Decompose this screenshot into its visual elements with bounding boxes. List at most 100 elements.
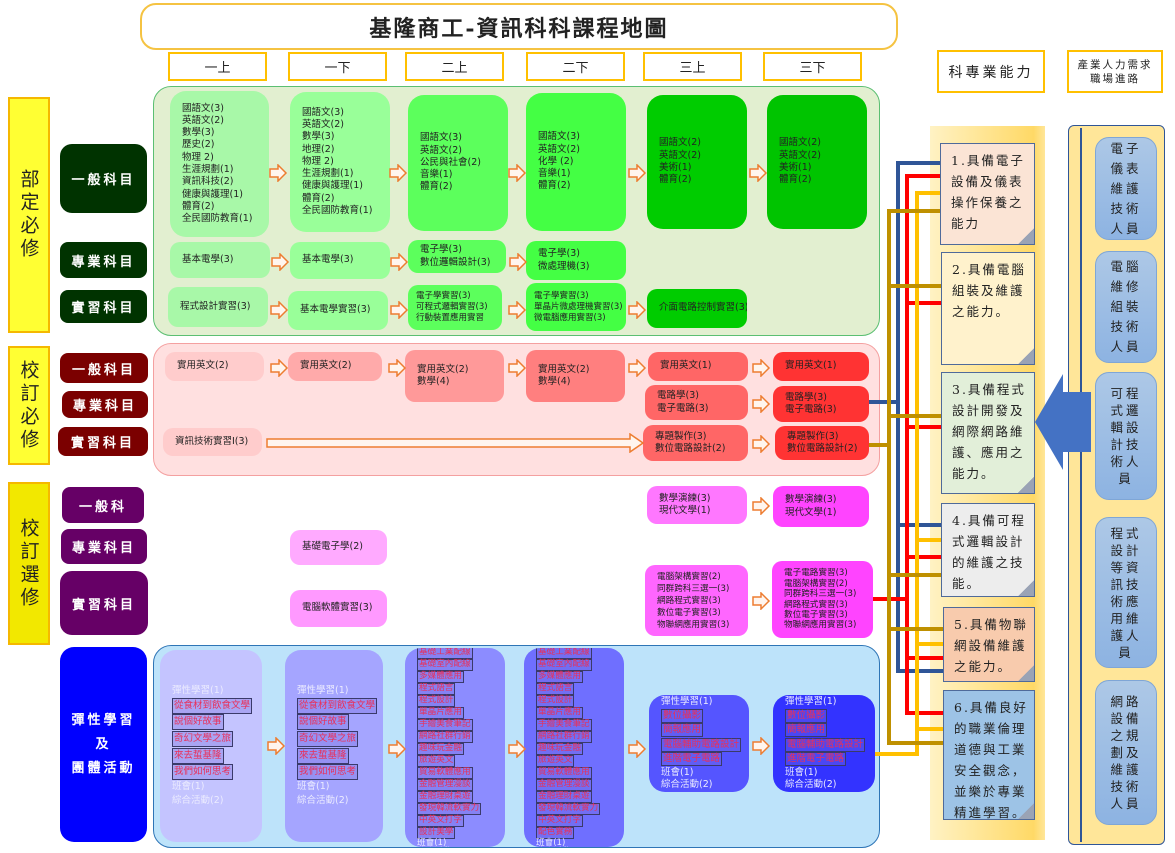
course-line: 英語文(2) xyxy=(182,114,224,126)
course-box: 電子學實習(3)可程式邏輯實習(3)行動裝置應用實習 xyxy=(408,285,502,330)
course-line: 介面電路控制實習(3) xyxy=(659,302,747,314)
flexible-item-row: 基礎工業配線 xyxy=(417,648,501,659)
flow-arrow-icon xyxy=(388,740,407,758)
flexible-footer: 班會(1) xyxy=(785,766,818,778)
abilities-header: 科專業能力 xyxy=(937,50,1045,93)
flexible-item-row: 簡報應用 xyxy=(785,723,871,738)
ability-box: 4.具備可程式邏輯設計的維護之技能。 xyxy=(941,503,1035,597)
flexible-item: 貿易軟體應用 xyxy=(536,767,592,779)
row-label-flexible-line: 團體活動 xyxy=(71,760,136,776)
flexible-item-row: 程式語言 xyxy=(536,683,620,695)
flow-arrow-icon xyxy=(269,164,288,182)
flow-arrow-icon xyxy=(752,497,771,515)
course-line: 數位邏輯設計(3) xyxy=(420,256,491,268)
flexible-item: 電腦輔助電路設計 xyxy=(661,737,742,752)
career-box: 網路設備之規劃及維護技術人員 xyxy=(1095,680,1157,825)
flexible-item-row: 奇幻文學之旅 xyxy=(172,731,258,748)
flow-arrow-icon xyxy=(752,592,771,610)
course-line: 實用英文(2) xyxy=(300,360,352,372)
course-line: 可程式邏輯實習(3) xyxy=(416,302,488,312)
course-line: 電路學(3) xyxy=(785,391,827,403)
course-box: 國語文(3)英語文(2)數學(3)地理(2)物理 2)生涯規劃(1)健康與護理(… xyxy=(290,92,390,232)
flexible-course-box: 彈性學習(1)基礎工業配線基礎室內配線多媒體應用程式語言程式設計單晶片應用手繪美… xyxy=(524,648,624,847)
course-line: 網路程式實習(3) xyxy=(657,595,721,606)
course-line: 英語文(2) xyxy=(420,144,462,156)
flow-arrow-icon xyxy=(388,359,407,377)
ability-box: 2.具備電腦組裝及維護之能力。 xyxy=(941,252,1035,365)
row-label-required-general: 一般科目 xyxy=(60,144,147,213)
flexible-item: 金融理財桌遊 xyxy=(536,791,592,803)
row-label-school-required-general: 一般科目 xyxy=(60,353,148,383)
course-box: 專題製作(3)數位電路設計(2) xyxy=(643,425,748,461)
flexible-footer: 班會(1) xyxy=(172,781,205,793)
ability-text: 1.具備電子設備及儀表操作保養之能力 xyxy=(951,153,1025,231)
course-line: 數學演練(3) xyxy=(659,492,711,504)
flow-arrow-icon xyxy=(508,359,527,377)
career-box: 可程式邏輯設計技術人員 xyxy=(1095,372,1157,500)
flow-arrow-icon xyxy=(270,301,289,319)
flexible-item: 程式設計 xyxy=(417,695,456,707)
row-label-flexible-line: 彈性學習 xyxy=(71,712,136,728)
flexible-item-row: 來去蜇基隆 xyxy=(297,747,379,764)
ability-text: 4.具備可程式邏輯設計的維護之技能。 xyxy=(952,513,1026,591)
course-line: 電腦架構實習(2) xyxy=(657,571,721,582)
course-line: 國語文(3) xyxy=(538,131,580,143)
course-line: 現代文學(1) xyxy=(659,505,711,516)
flow-arrow-icon xyxy=(389,164,408,182)
flexible-item-row: 我們如何思考 xyxy=(297,764,379,781)
course-line: 現代文學(1) xyxy=(785,506,837,518)
flexible-item-row: 趣味玩金融 xyxy=(536,743,620,755)
flexible-item-row: 程式設計 xyxy=(417,695,501,707)
course-line: 數位電子實習(3) xyxy=(784,609,848,620)
career-box: 程式設計等資訊技術應用維護人員 xyxy=(1095,517,1157,668)
flexible-item: 來去蜇基隆 xyxy=(297,747,349,764)
course-box: 國語文(2)英語文(2)美術(1)體育(2) xyxy=(647,95,747,229)
course-line: 數位電子實習(3) xyxy=(657,607,721,618)
course-box: 實用英文(2)數學(4) xyxy=(405,350,504,402)
course-box: 基本電學(3) xyxy=(170,242,270,278)
row-label-school-required-practice: 實習科目 xyxy=(58,427,148,456)
flexible-item-row: 中英文打字 xyxy=(536,815,620,827)
flexible-item-row: 中英文打字 xyxy=(417,815,501,827)
course-line: 電路學(3) xyxy=(657,390,699,402)
flexible-item-row: 基礎室內配線 xyxy=(417,659,501,671)
flexible-item: 金融管理漫談 xyxy=(536,779,592,791)
career-box: 電腦維修組裝技術人員 xyxy=(1095,251,1157,363)
course-line: 程式設計實習(3) xyxy=(180,300,251,312)
flow-arrow-icon xyxy=(628,164,647,182)
career-text: 程式設計等資訊技術應用維護人員 xyxy=(1110,525,1142,660)
flexible-item-row: 奇幻文學之旅 xyxy=(297,731,379,748)
course-line: 基本電學實習(3) xyxy=(300,304,371,316)
course-line: 數學演練(3) xyxy=(785,494,837,506)
flexible-item-row: 數位攝影 xyxy=(661,708,745,723)
flexible-item-row: 基礎工業配線 xyxy=(536,648,620,659)
row-label-flexible: 彈性學習 及 團體活動 xyxy=(60,647,147,842)
flexible-item: 中英文打字 xyxy=(417,815,464,827)
course-line: 生涯規劃(1) xyxy=(182,164,234,175)
flexible-footer: 班會(1) xyxy=(536,837,566,847)
course-line: 歷史(2) xyxy=(182,139,215,151)
flexible-item-row: 多媒體應用 xyxy=(417,671,501,683)
course-line: 英語文(2) xyxy=(659,149,701,161)
ability-text: 5.具備物聯網設備維護之能力。 xyxy=(954,617,1028,674)
flexible-item-row: 多媒體應用 xyxy=(536,671,620,683)
flexible-item: 從食材到飲食文學 xyxy=(297,697,378,714)
flow-arrow-icon xyxy=(752,359,771,377)
course-line: 數學(4) xyxy=(538,376,571,387)
row-label-flexible-line: 及 xyxy=(95,736,112,752)
flexible-item-row: 貿易軟體應用 xyxy=(417,767,501,779)
ability-box: 5.具備物聯網設備維護之能力。 xyxy=(943,607,1035,682)
flexible-course-box: 彈性學習(1)數位攝影簡報應用電腦輔助電路設計進階電子電路班會(1)綜合活動(2… xyxy=(649,695,749,792)
course-line: 電子電路實習(3) xyxy=(784,568,848,579)
course-line: 電子學實習(3) xyxy=(416,291,471,301)
flexible-item-row: 說個好故事 xyxy=(297,714,379,731)
course-line: 體育(2) xyxy=(538,180,571,192)
course-box: 電路學(3)電子電路(3) xyxy=(645,385,748,420)
course-box: 電子電路實習(3)電腦架構實習(2)同群跨科三選一(3)網路程式實習(3)數位電… xyxy=(772,561,873,638)
flexible-footer: 班會(1) xyxy=(297,781,330,793)
flexible-item: 簡報應用 xyxy=(785,723,828,738)
flow-arrow-icon xyxy=(271,253,290,271)
left-arrow-icon xyxy=(1035,374,1091,470)
flexible-item-row: 網路社群行銷 xyxy=(417,731,501,743)
course-line: 健康與護理(1) xyxy=(182,188,243,200)
